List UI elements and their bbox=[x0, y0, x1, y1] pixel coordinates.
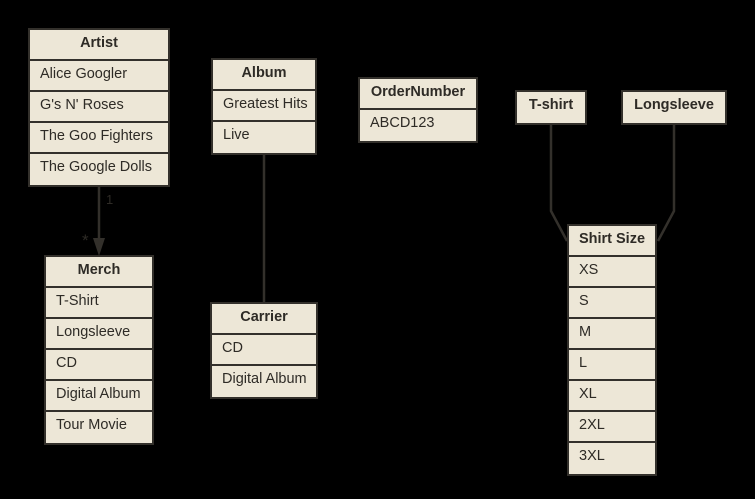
list-item[interactable]: CD bbox=[46, 350, 152, 381]
entity-shirt-size[interactable]: Shirt Size XS S M L XL 2XL 3XL bbox=[567, 224, 657, 476]
list-item[interactable]: T-Shirt bbox=[46, 288, 152, 319]
entity-longsleeve-header: Longsleeve bbox=[623, 92, 725, 123]
entity-album[interactable]: Album Greatest Hits Live bbox=[211, 58, 317, 155]
entity-merch-header: Merch bbox=[46, 257, 152, 288]
entity-artist[interactable]: Artist Alice Googler G's N' Roses The Go… bbox=[28, 28, 170, 187]
entity-merch[interactable]: Merch T-Shirt Longsleeve CD Digital Albu… bbox=[44, 255, 154, 445]
list-item[interactable]: G's N' Roses bbox=[30, 92, 168, 123]
list-item[interactable]: The Goo Fighters bbox=[30, 123, 168, 154]
list-item[interactable]: 2XL bbox=[569, 412, 655, 443]
entity-carrier[interactable]: Carrier CD Digital Album bbox=[210, 302, 318, 399]
entity-tshirt[interactable]: T-shirt bbox=[515, 90, 587, 125]
entity-order-number-header: OrderNumber bbox=[360, 79, 476, 110]
edge-artist-to-merch bbox=[93, 182, 105, 256]
list-item[interactable]: The Google Dolls bbox=[30, 154, 168, 185]
list-item[interactable]: Digital Album bbox=[46, 381, 152, 412]
list-item[interactable]: 3XL bbox=[569, 443, 655, 474]
edge-longsleeve-to-shirt-size bbox=[656, 120, 676, 242]
list-item[interactable]: XS bbox=[569, 257, 655, 288]
list-item[interactable]: XL bbox=[569, 381, 655, 412]
list-item[interactable]: S bbox=[569, 288, 655, 319]
multiplicity-target-label: * bbox=[82, 231, 89, 250]
multiplicity-source-label: 1 bbox=[106, 192, 114, 207]
entity-longsleeve[interactable]: Longsleeve bbox=[621, 90, 727, 125]
list-item[interactable]: Alice Googler bbox=[30, 61, 168, 92]
entity-tshirt-header: T-shirt bbox=[517, 92, 585, 123]
list-item[interactable]: Digital Album bbox=[212, 366, 316, 397]
entity-shirt-size-header: Shirt Size bbox=[569, 226, 655, 257]
list-item[interactable]: CD bbox=[212, 335, 316, 366]
list-item[interactable]: Greatest Hits bbox=[213, 91, 315, 122]
list-item[interactable]: Longsleeve bbox=[46, 319, 152, 350]
list-item[interactable]: ABCD123 bbox=[360, 110, 476, 141]
edge-tshirt-to-shirt-size bbox=[549, 120, 569, 242]
list-item[interactable]: Live bbox=[213, 122, 315, 153]
list-item[interactable]: Tour Movie bbox=[46, 412, 152, 443]
list-item[interactable]: L bbox=[569, 350, 655, 381]
entity-artist-header: Artist bbox=[30, 30, 168, 61]
entity-carrier-header: Carrier bbox=[212, 304, 316, 335]
entity-album-header: Album bbox=[213, 60, 315, 91]
entity-order-number[interactable]: OrderNumber ABCD123 bbox=[358, 77, 478, 143]
list-item[interactable]: M bbox=[569, 319, 655, 350]
